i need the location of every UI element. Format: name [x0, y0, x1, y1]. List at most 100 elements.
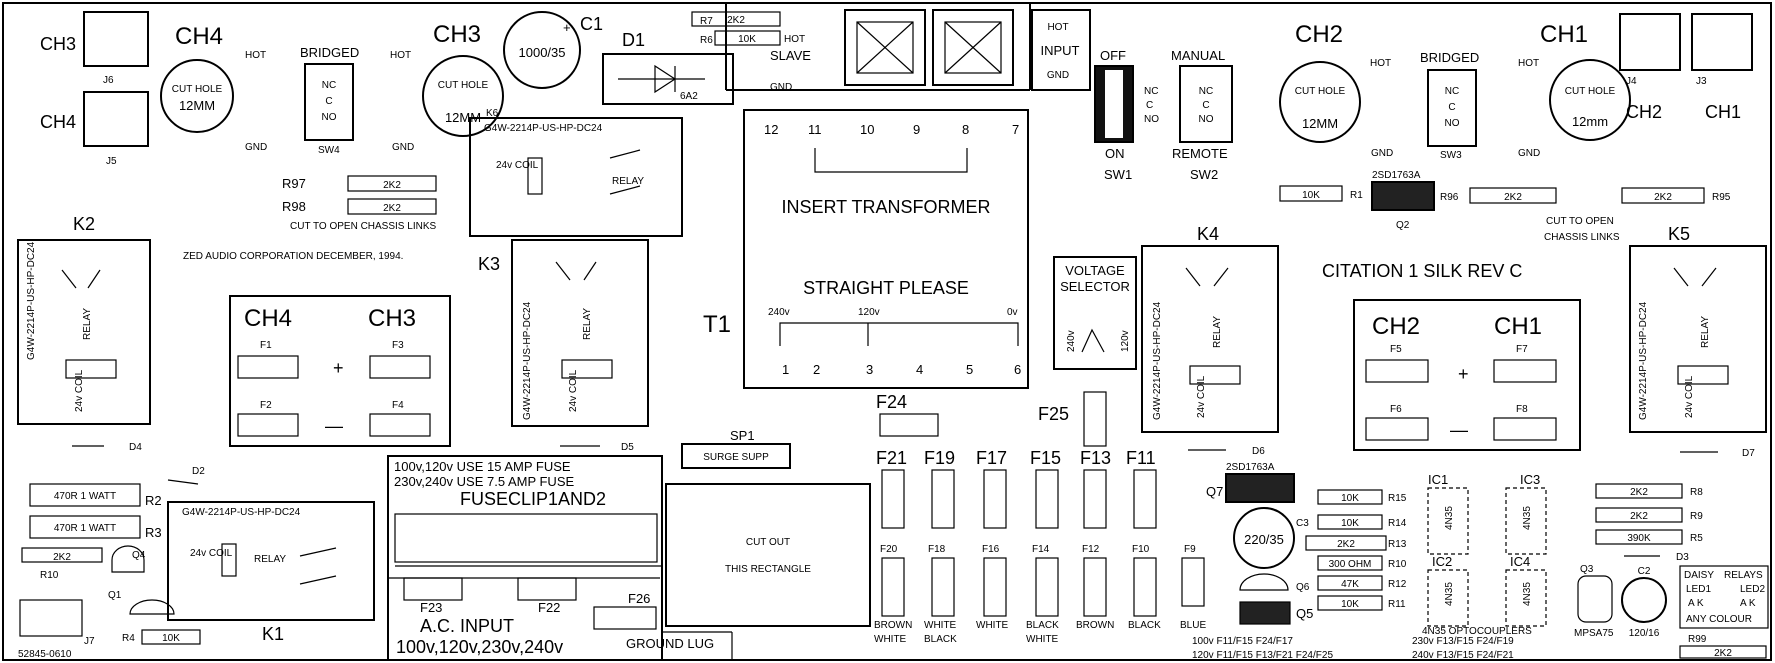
- f16-label: F16: [982, 544, 1000, 555]
- r2-value: 470R 1 WATT: [54, 491, 116, 502]
- input-gnd: GND: [1047, 70, 1069, 81]
- r10-value: 2K2: [53, 552, 71, 563]
- switch-sw3: BRIDGED NC C NO SW3: [1420, 50, 1479, 161]
- fuse-f24: [879, 413, 939, 437]
- ch1-jack-label: CH1: [1705, 102, 1741, 122]
- resistor-r99: [1679, 645, 1767, 659]
- jack-j6: CH3 J6: [40, 11, 149, 86]
- voltage-selector: VOLTAGE SELECTOR 240v 120v: [1053, 256, 1137, 370]
- k6-part: G4W-2214P-US-HP-DC24: [484, 123, 603, 134]
- jack-j4: J4 CH2: [1619, 13, 1681, 122]
- r95-ref: R95: [1712, 192, 1731, 203]
- r11-ref: R11: [1388, 599, 1406, 610]
- r99-value: 2K2: [1714, 648, 1732, 659]
- led2-ak: A K: [1740, 598, 1756, 609]
- led1-ak: A K: [1688, 598, 1704, 609]
- bridged-label: BRIDGED: [300, 45, 359, 60]
- sp1-ref: SP1: [730, 428, 755, 443]
- cut-hole-ch1: CUT HOLE 12mm: [1549, 59, 1631, 141]
- k3-coil: 24v COIL: [568, 369, 579, 412]
- f21-label: F21: [876, 448, 907, 468]
- transistor-q6: [1239, 573, 1289, 591]
- k5-relay: RELAY: [1700, 316, 1711, 348]
- f1-label: F1: [260, 340, 272, 351]
- fuse-table-1: 100v F11/F15 F24/F17: [1192, 636, 1293, 647]
- c-label: C: [1146, 100, 1153, 111]
- sw2-label: SW2: [1190, 167, 1218, 182]
- fuse-ch2: CH2: [1372, 313, 1420, 340]
- ic4-ref: IC4: [1510, 554, 1530, 569]
- k4-ref: K4: [1197, 224, 1219, 244]
- gnd-label: GND: [245, 142, 267, 153]
- bridged-label: BRIDGED: [1420, 50, 1479, 65]
- d1-value: 6A2: [680, 91, 698, 102]
- plus-sign: +: [1458, 364, 1469, 384]
- fuse-table-4: 240v F13/F15 F24/F21: [1412, 650, 1514, 661]
- q1-ref: Q1: [108, 590, 122, 601]
- k1-relay: RELAY: [254, 554, 286, 565]
- k3-ref: K3: [478, 254, 500, 274]
- r96-ref: R96: [1440, 192, 1459, 203]
- pin-4: 4: [916, 362, 923, 377]
- sw4-label: SW4: [318, 145, 340, 156]
- r8-ref: R8: [1690, 487, 1703, 498]
- k1-ref: K1: [262, 624, 284, 644]
- f13-label: F13: [1080, 448, 1111, 468]
- led-block: DAISY RELAYS LED1 LED2 A K A K ANY COLOU…: [1679, 565, 1769, 629]
- pin-12: 12: [764, 122, 778, 137]
- relay-k3: K3 G4W-2214P-US-HP-DC24 RELAY 24v COIL D…: [478, 239, 649, 453]
- q2-part: 2SD1763A: [1372, 170, 1421, 181]
- hole-size-label: 12MM: [445, 110, 481, 125]
- r15-ref: R15: [1388, 493, 1407, 504]
- f22-label: F22: [538, 600, 560, 615]
- pin-10: 10: [860, 122, 874, 137]
- no-label: NO: [1199, 114, 1214, 125]
- wire-4a: BLACK: [1026, 620, 1059, 631]
- on-label: ON: [1105, 146, 1125, 161]
- transistor-q4: [111, 545, 145, 573]
- fuse-table-3: 230v F13/F15 F24/F19: [1412, 636, 1514, 647]
- k2-relay: RELAY: [82, 308, 93, 340]
- c2-ref: C2: [1638, 566, 1651, 577]
- transistor-q1: [129, 599, 175, 615]
- k4-part: G4W-2214P-US-HP-DC24: [1152, 301, 1163, 420]
- transistor-q5: [1239, 601, 1291, 625]
- resistor-r1: [1279, 185, 1343, 202]
- hot-label: HOT: [784, 34, 805, 45]
- jack-j3: J3 CH1: [1691, 13, 1753, 122]
- any-colour: ANY COLOUR: [1686, 614, 1752, 625]
- r12-ref: R12: [1388, 579, 1407, 590]
- ac-input-volts: 100v,120v,230v,240v: [396, 637, 563, 657]
- wire-1b: WHITE: [874, 634, 907, 645]
- capacitor-c2: C2 120/16: [1621, 566, 1667, 639]
- vs-line1: VOLTAGE: [1065, 263, 1125, 278]
- resistor-r98: [347, 198, 437, 215]
- transistor-q3: [1577, 575, 1613, 623]
- hole-size-label: 12MM: [1302, 116, 1338, 131]
- fuse-table: 100v F11/F15 F24/F17 120v F11/F15 F13/F2…: [1192, 636, 1514, 661]
- k5-part: G4W-2214P-US-HP-DC24: [1638, 301, 1649, 420]
- f18-label: F18: [928, 544, 946, 555]
- ch2-title: CH2: [1295, 21, 1343, 48]
- tap-0v: 0v: [1007, 307, 1018, 318]
- opto-note: 4N35 OPTOCOUPLERS: [1422, 626, 1532, 637]
- nc-label: NC: [1199, 86, 1213, 97]
- gnd-label: GND: [770, 82, 792, 93]
- minus-sign: —: [1450, 420, 1468, 440]
- gnd-label: GND: [1371, 148, 1393, 159]
- cut-chassis-left: CUT TO OPEN CHASSIS LINKS: [290, 221, 436, 232]
- switch-sw1: OFF NC C NO ON SW1: [1094, 48, 1159, 182]
- f25-label: F25: [1038, 404, 1069, 424]
- c1-plus: +: [563, 20, 571, 35]
- resistor-r95: [1621, 187, 1705, 204]
- ic3-part: 4N35: [1522, 506, 1533, 530]
- r10b-ref: R10: [1388, 559, 1407, 570]
- hot-label: HOT: [1370, 58, 1391, 69]
- k4-relay: RELAY: [1212, 316, 1223, 348]
- relay-k6: G4W-2214P-US-HP-DC24 K6 24v COIL RELAY: [469, 108, 683, 237]
- r98-value: 2K2: [383, 203, 401, 214]
- relay-k2: K2 G4W-2214P-US-HP-DC24 RELAY 24v COIL D…: [17, 214, 151, 453]
- resistor-r7: [691, 11, 781, 27]
- q7-ref: Q7: [1206, 484, 1223, 499]
